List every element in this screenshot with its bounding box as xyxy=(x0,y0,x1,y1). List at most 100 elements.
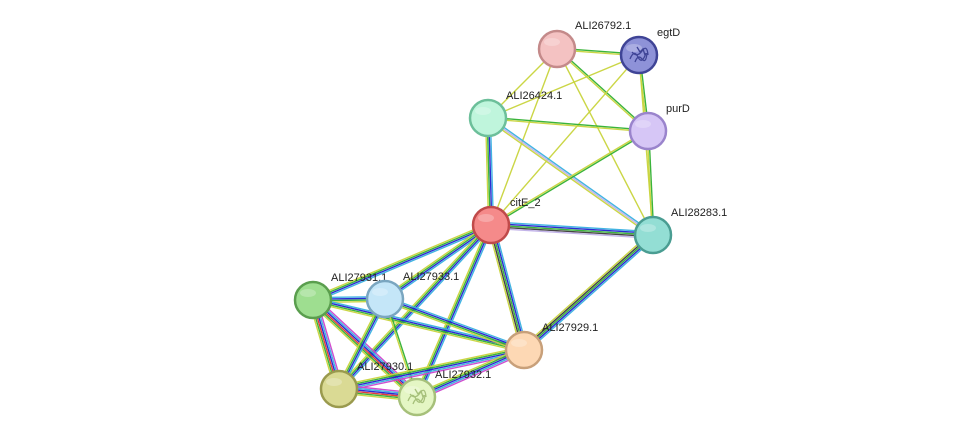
evidence-line-databases xyxy=(313,226,493,303)
evidence-line-databases xyxy=(493,224,528,350)
evidence-line-textmining xyxy=(487,225,522,351)
node-label: ALI27932.1 xyxy=(435,369,491,381)
edge-ali26792-1-ali28283-1[interactable] xyxy=(556,48,654,236)
node-highlight xyxy=(300,289,316,297)
edge-egtd-cite-2[interactable] xyxy=(490,54,640,226)
node-highlight xyxy=(511,339,527,347)
node-ali27930-1[interactable]: ALI27930.1 xyxy=(319,361,413,409)
evidence-line-textmining xyxy=(309,302,415,401)
node-label: ALI27933.1 xyxy=(403,271,459,283)
evidence-line-neighborhood xyxy=(312,223,491,300)
structure-stroke xyxy=(634,52,648,63)
node-circle[interactable] xyxy=(319,369,359,409)
evidence-line-cooccurrence xyxy=(491,222,654,235)
evidence-line-textmining xyxy=(383,222,491,298)
edges-layer xyxy=(308,47,656,402)
node-circle[interactable] xyxy=(471,205,511,245)
node-ali28283-1[interactable]: ALI28283.1 xyxy=(633,207,727,255)
node-circle[interactable] xyxy=(365,279,405,319)
edge-ali26424-1-purd[interactable] xyxy=(487,116,649,133)
evidence-line-cooccurrence xyxy=(313,298,419,397)
node-label: ALI26792.1 xyxy=(575,20,631,32)
evidence-line-textmining xyxy=(490,48,558,226)
structure-stroke xyxy=(409,389,427,398)
edge-cite-2-ali27929-1[interactable] xyxy=(487,224,528,351)
node-label: ALI27931.1 xyxy=(331,272,387,284)
evidence-line-coexpression xyxy=(490,225,653,238)
node-purd[interactable]: purD xyxy=(628,103,690,151)
edge-ali27933-1-ali27929-1[interactable] xyxy=(383,296,526,353)
evidence-line-databases xyxy=(417,350,525,400)
node-highlight xyxy=(478,214,494,222)
evidence-line-neighborhood xyxy=(416,347,524,397)
node-highlight xyxy=(635,120,651,128)
edge-purd-cite-2[interactable] xyxy=(490,129,649,227)
edge-ali26792-1-cite-2[interactable] xyxy=(490,48,558,226)
node-circle[interactable] xyxy=(628,111,668,151)
evidence-line-cooccurrence xyxy=(524,235,655,352)
node-circle[interactable] xyxy=(619,35,659,75)
evidence-line-homology xyxy=(490,227,653,239)
evidence-line-cooccurrence xyxy=(416,349,525,398)
edge-ali27929-1-ali27930-1[interactable] xyxy=(338,346,525,393)
evidence-line-cooccurrence xyxy=(385,297,525,350)
evidence-line-neighborhood xyxy=(312,300,524,352)
node-circle[interactable] xyxy=(633,215,673,255)
evidence-line-neighborhood xyxy=(491,131,649,227)
structure-stroke xyxy=(631,47,649,56)
evidence-line-neighborhood xyxy=(523,234,654,351)
evidence-line-cooccurrence xyxy=(338,349,525,390)
node-highlight xyxy=(372,288,388,296)
evidence-line-neighborhood xyxy=(384,223,491,299)
structure-stroke xyxy=(412,394,426,405)
node-highlight xyxy=(640,224,656,232)
node-ali27932-1[interactable]: ALI27932.1 xyxy=(397,369,491,417)
evidence-line-textmining xyxy=(556,48,654,236)
evidence-line-databases xyxy=(525,236,656,353)
node-label: ALI26424.1 xyxy=(506,90,562,102)
node-highlight xyxy=(626,44,642,52)
evidence-line-textmining xyxy=(383,300,524,353)
evidence-line-neighborhood xyxy=(337,223,491,389)
node-egtd[interactable]: egtD xyxy=(619,27,680,75)
node-highlight xyxy=(404,386,420,394)
edge-ali26792-1-purd[interactable] xyxy=(555,47,650,133)
node-cite-2[interactable]: citE_2 xyxy=(471,197,541,245)
node-highlight xyxy=(475,107,491,115)
evidence-line-textmining xyxy=(521,232,652,349)
node-circle[interactable] xyxy=(468,98,508,138)
edge-ali28283-1-ali27929-1[interactable] xyxy=(521,232,656,353)
evidence-line-experiments xyxy=(418,352,526,401)
node-ali26792-1[interactable]: ALI26792.1 xyxy=(537,20,631,69)
structure-stroke xyxy=(414,388,424,398)
edge-cite-2-ali27933-1[interactable] xyxy=(383,222,493,302)
node-ali27931-1[interactable]: ALI27931.1 xyxy=(293,272,387,320)
node-ali27933-1[interactable]: ALI27933.1 xyxy=(365,271,459,319)
edge-ali27929-1-ali27932-1[interactable] xyxy=(415,346,526,401)
evidence-line-textmining xyxy=(336,222,490,388)
edge-egtd-ali26424-1[interactable] xyxy=(487,54,640,119)
node-ali27929-1[interactable]: ALI27929.1 xyxy=(504,322,598,370)
node-circle[interactable] xyxy=(397,377,437,417)
evidence-line-textmining xyxy=(490,54,640,226)
node-label: ALI27929.1 xyxy=(542,322,598,334)
evidence-line-coexpression xyxy=(522,233,653,350)
evidence-line-textmining xyxy=(487,118,648,133)
evidence-line-textmining xyxy=(311,222,491,299)
node-label: ALI28283.1 xyxy=(671,207,727,219)
node-circle[interactable] xyxy=(537,29,577,69)
node-circle[interactable] xyxy=(293,280,333,320)
node-ali26424-1[interactable]: ALI26424.1 xyxy=(468,90,562,138)
edge-cite-2-ali28283-1[interactable] xyxy=(490,221,654,239)
evidence-line-neighborhood xyxy=(490,224,525,351)
evidence-line-neighborhood xyxy=(488,116,649,131)
node-circle[interactable] xyxy=(504,330,544,370)
evidence-line-textmining xyxy=(555,49,648,133)
edge-cite-2-ali27931-1[interactable] xyxy=(311,222,493,303)
evidence-line-neighborhood xyxy=(338,347,524,389)
evidence-line-textmining xyxy=(490,129,648,225)
evidence-line-neighborhood xyxy=(384,299,524,352)
evidence-line-cooccurrence xyxy=(313,225,492,302)
